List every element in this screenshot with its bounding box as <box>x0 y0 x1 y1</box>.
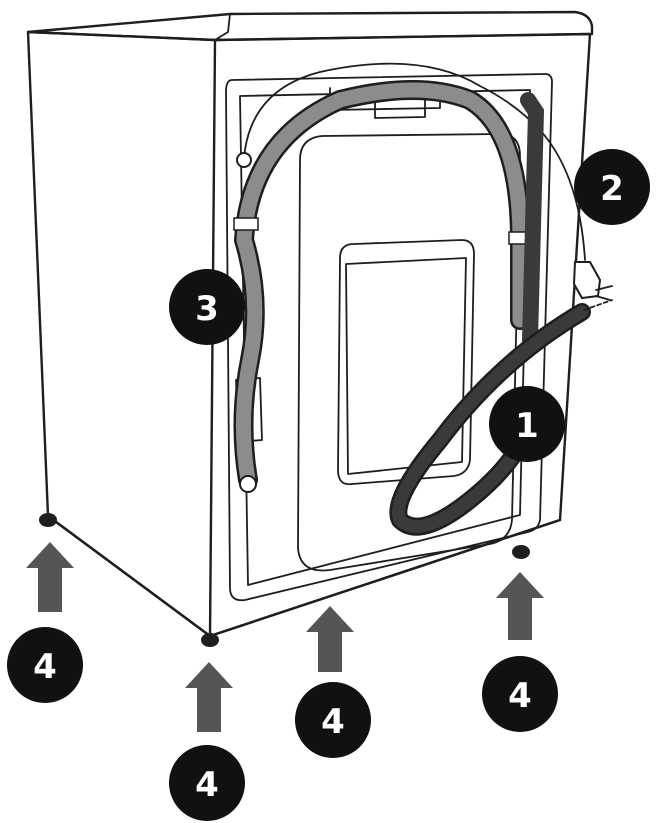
badge-label: 4 <box>321 702 345 742</box>
badge-label: 4 <box>508 676 532 716</box>
badge-leveling-foot-middle: 4 <box>295 682 371 758</box>
badge-leveling-foot-left: 4 <box>7 627 83 703</box>
foot-arrows <box>26 542 544 732</box>
badge-label: 4 <box>195 765 219 805</box>
foot-rear-right <box>512 545 530 559</box>
badge-label: 3 <box>195 289 219 329</box>
badge-label: 4 <box>33 647 57 687</box>
arrow-up-icon <box>306 606 354 672</box>
badge-drain-hose: 1 <box>489 386 565 462</box>
badge-label: 2 <box>600 169 624 209</box>
arrow-up-icon <box>496 572 544 640</box>
arrow-up-icon <box>185 662 233 732</box>
foot-front-left <box>39 513 57 527</box>
foot-front-right <box>201 633 219 647</box>
water-inlet-hose <box>233 80 534 493</box>
badge-label: 1 <box>515 406 539 446</box>
power-cord <box>236 62 613 301</box>
arrow-up-icon <box>26 542 74 612</box>
badge-leveling-foot-front: 4 <box>169 745 245 821</box>
leveling-feet <box>39 513 530 647</box>
drain-hose <box>389 92 613 536</box>
badge-water-inlet-hose: 3 <box>169 269 245 345</box>
badge-power-cord: 2 <box>574 149 650 225</box>
badge-leveling-foot-right: 4 <box>482 656 558 732</box>
